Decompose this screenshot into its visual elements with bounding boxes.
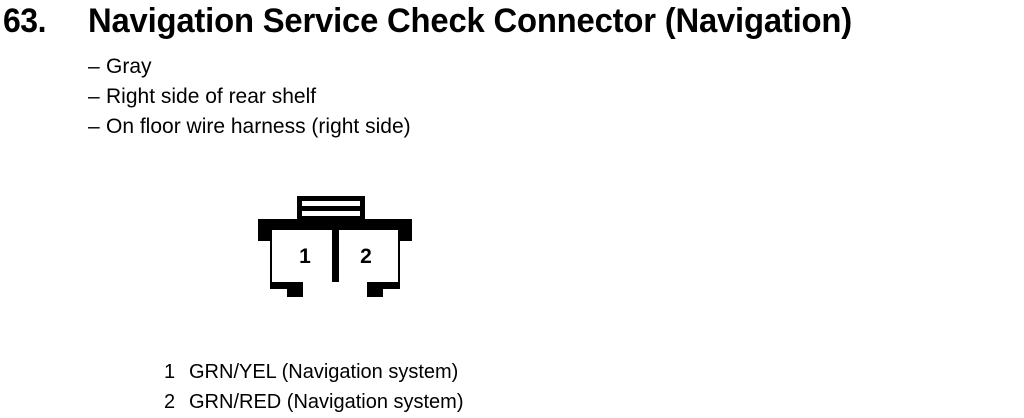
page-title-text: Navigation Service Check Connector (Navi… [88, 2, 852, 40]
list-item: – On floor wire harness (right side) [88, 112, 588, 142]
legend-pin-number: 2 [164, 391, 176, 413]
list-item: – Gray [88, 52, 588, 82]
legend-pin-description: GRN/YEL (Navigation system) [189, 361, 459, 383]
connector-description-list: – Gray – Right side of rear shelf – On f… [88, 52, 588, 142]
page-title: 63. Navigation Service Check Connector (… [0, 0, 1024, 46]
page-title-number: 63. [3, 2, 47, 40]
list-item-label: Gray [106, 55, 152, 78]
connector-diagram: 1 2 [248, 188, 428, 304]
dash-bullet-icon: – [88, 115, 100, 138]
pin-legend: 1 GRN/YEL (Navigation system) 2 GRN/RED … [164, 357, 684, 417]
list-item: – Right side of rear shelf [88, 82, 588, 112]
legend-row: 1 GRN/YEL (Navigation system) [164, 357, 684, 387]
pin-number-1: 1 [299, 245, 311, 268]
legend-pin-number: 1 [164, 361, 176, 383]
connector-outline-icon [258, 196, 412, 297]
pin-number-2: 2 [360, 245, 372, 268]
list-item-label: Right side of rear shelf [106, 85, 317, 108]
legend-pin-description: GRN/RED (Navigation system) [189, 391, 464, 413]
legend-row: 2 GRN/RED (Navigation system) [164, 387, 684, 417]
dash-bullet-icon: – [88, 85, 100, 108]
list-item-label: On floor wire harness (right side) [106, 115, 411, 138]
dash-bullet-icon: – [88, 55, 100, 78]
